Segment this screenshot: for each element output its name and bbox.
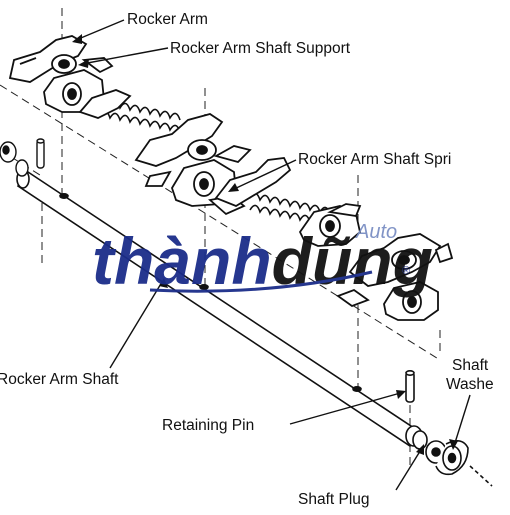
brand-watermark: thànhdũng Auto ®: [92, 221, 433, 298]
watermark-brand-part1: thành: [92, 224, 272, 298]
rocker-arm-shaft: [16, 169, 422, 448]
leader-arrows: [72, 34, 458, 455]
leader-lines: [75, 19, 471, 491]
diagram-labels: Rocker Arm Rocker Arm Shaft Support Rock…: [0, 11, 494, 508]
watermark-swoosh: [149, 270, 373, 293]
watermark-sub: Auto: [355, 221, 397, 243]
label-rocker-arm: Rocker Arm: [127, 11, 208, 28]
label-rocker-arm-shaft: Rocker Arm Shaft: [0, 371, 119, 388]
label-retaining-pin: Retaining Pin: [162, 417, 254, 434]
label-shaft-plug: Shaft Plug: [298, 491, 370, 508]
rocker-arm-assembly-4: [336, 233, 454, 321]
left-end-parts: [0, 138, 45, 177]
label-shaft-washer-line2: Washe: [446, 376, 494, 393]
rocker-arm-assembly-1: [8, 35, 132, 119]
right-end-parts: [405, 369, 493, 487]
watermark-registered-mark: ®: [402, 265, 410, 277]
label-shaft-washer-line1: Shaft: [452, 357, 489, 374]
label-rocker-arm-shaft-spring: Rocker Arm Shaft Spri: [298, 151, 451, 168]
rocker-arm-assembly-3: [214, 157, 362, 247]
label-rocker-arm-shaft-support: Rocker Arm Shaft Support: [170, 40, 351, 57]
